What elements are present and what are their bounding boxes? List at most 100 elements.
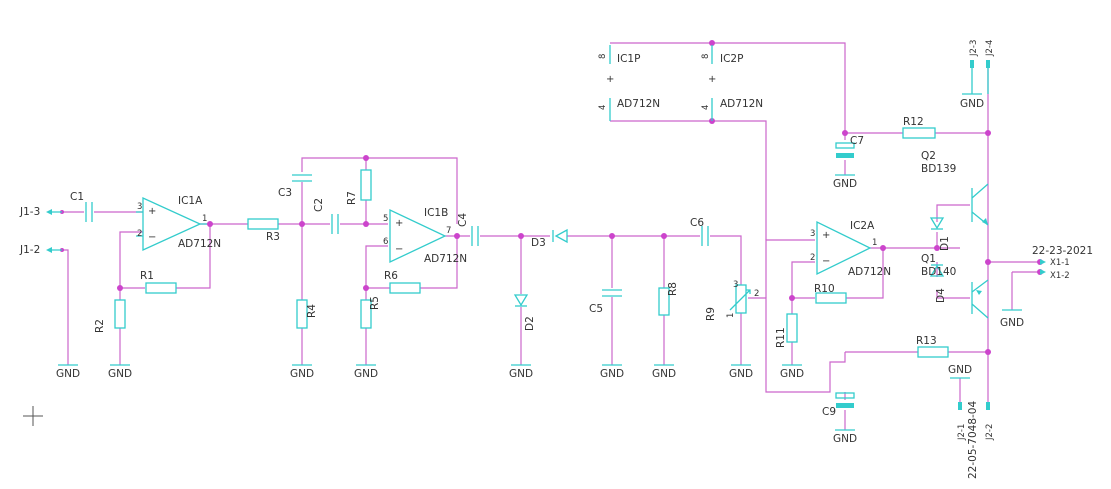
label-r5: R5 <box>369 296 381 310</box>
label-q1-part: BD140 <box>921 266 956 278</box>
pin-numbers: 3 2 1 5 6 7 3 2 1 3 2 1 8 4 8 4 <box>137 54 877 318</box>
pin-number: 2 <box>810 253 815 263</box>
label-r10: R10 <box>814 283 835 295</box>
label-c2: C2 <box>313 198 325 212</box>
gnd-label: GND <box>960 98 984 110</box>
label-r11: R11 <box>775 327 787 348</box>
label-r2: R2 <box>94 319 106 333</box>
label-r12: R12 <box>903 116 924 128</box>
label-ic2a: IC2A <box>850 220 875 232</box>
gnd-label: GND <box>56 368 80 380</box>
label-j2-4: J2-4 <box>985 40 995 57</box>
pin-number: 8 <box>701 54 711 59</box>
pin-number: 5 <box>383 214 388 224</box>
pin-number: 2 <box>137 229 142 239</box>
label-c4: C4 <box>457 213 469 227</box>
gnd-label: GND <box>948 364 972 376</box>
gnd-label: GND <box>290 368 314 380</box>
label-x1-2: X1-2 <box>1050 271 1070 281</box>
label-c5: C5 <box>589 303 603 315</box>
connector-pins <box>46 60 1046 410</box>
gnd-label: GND <box>652 368 676 380</box>
pin-number: 8 <box>598 54 608 59</box>
ground-symbols <box>58 68 1022 431</box>
label-d1: D1 <box>939 236 951 251</box>
gnd-label: GND <box>780 368 804 380</box>
label-ic1a-part: AD712N <box>178 238 221 250</box>
label-j2-2: J2-2 <box>985 424 995 441</box>
label-q2: Q2 <box>921 150 936 162</box>
connector-labels: J1-3 J1-2 J2-3 J2-4 J2-1 J2-2 22-05-7048… <box>19 40 1093 479</box>
gnd-label: GND <box>600 368 624 380</box>
junctions <box>60 40 1043 355</box>
pin-number: 3 <box>733 280 738 290</box>
pin-number: 1 <box>872 238 877 248</box>
component-labels: C1 IC1A AD712N R1 R2 R3 R4 C3 C2 R7 IC1B… <box>70 53 956 418</box>
pin-number: 4 <box>701 105 711 110</box>
opamp-ic2a: + − <box>816 220 872 276</box>
label-r13: R13 <box>916 335 937 347</box>
resistors <box>114 127 949 358</box>
pin-number: 3 <box>137 202 142 212</box>
label-q2-part: BD139 <box>921 163 956 175</box>
svg-text:−: − <box>395 244 403 255</box>
gnd-label: GND <box>833 178 857 190</box>
pin-number: 1 <box>726 313 736 318</box>
opamp-ic1b: + − <box>389 208 447 264</box>
diodes <box>513 217 945 307</box>
label-r6: R6 <box>384 270 398 282</box>
power-pins: + + <box>606 45 716 121</box>
label-ic1p-part: AD712N <box>617 98 660 110</box>
gnd-label: GND <box>1000 317 1024 329</box>
pin-number: 2 <box>754 289 759 299</box>
label-d4: D4 <box>935 288 947 303</box>
label-j1-3: J1-3 <box>19 206 40 218</box>
gnd-label: GND <box>509 368 533 380</box>
label-r9: R9 <box>705 307 717 321</box>
label-j1-2: J1-2 <box>19 244 40 256</box>
pin-number: 3 <box>810 229 815 239</box>
label-c1: C1 <box>70 191 84 203</box>
svg-text:+: + <box>606 74 614 85</box>
label-r3: R3 <box>266 231 280 243</box>
svg-text:+: + <box>708 74 716 85</box>
label-q1: Q1 <box>921 253 936 265</box>
label-ic2p: IC2P <box>720 53 743 65</box>
label-c3: C3 <box>278 187 292 199</box>
capacitors <box>85 142 855 408</box>
gnd-label: GND <box>729 368 753 380</box>
label-c9: C9 <box>822 406 836 418</box>
label-c7: C7 <box>850 135 864 147</box>
pin-number: 7 <box>446 226 451 236</box>
label-x1-1: X1-1 <box>1050 258 1070 268</box>
label-ic1b: IC1B <box>424 207 448 219</box>
label-c6: C6 <box>690 217 704 229</box>
label-connector-top: 22-23-2021 <box>1032 245 1093 257</box>
gnd-label: GND <box>354 368 378 380</box>
label-ic2p-part: AD712N <box>720 98 763 110</box>
label-d3: D3 <box>531 237 546 249</box>
pin-number: 1 <box>202 214 207 224</box>
transistors <box>971 183 989 319</box>
svg-text:−: − <box>822 256 830 267</box>
label-j2-1: J2-1 <box>957 424 967 441</box>
gnd-label: GND <box>108 368 132 380</box>
ground-labels: GND GND GND GND GND GND GND GND GND GND … <box>56 98 1024 445</box>
wires <box>62 42 1040 430</box>
label-ic1a: IC1A <box>178 195 203 207</box>
cursor-crosshair-icon <box>23 406 43 426</box>
pin-number: 6 <box>383 237 388 247</box>
label-r1: R1 <box>140 270 154 282</box>
label-connector-bottom: 22-05-7048-04 <box>967 401 979 479</box>
svg-text:+: + <box>148 206 156 217</box>
svg-text:+: + <box>822 230 830 241</box>
svg-text:+: + <box>395 218 403 229</box>
label-ic2a-part: AD712N <box>848 266 891 278</box>
label-ic1b-part: AD712N <box>424 253 467 265</box>
label-r8: R8 <box>667 282 679 296</box>
label-ic1p: IC1P <box>617 53 640 65</box>
gnd-label: GND <box>833 433 857 445</box>
opamp-ic1a: + − <box>136 196 207 252</box>
